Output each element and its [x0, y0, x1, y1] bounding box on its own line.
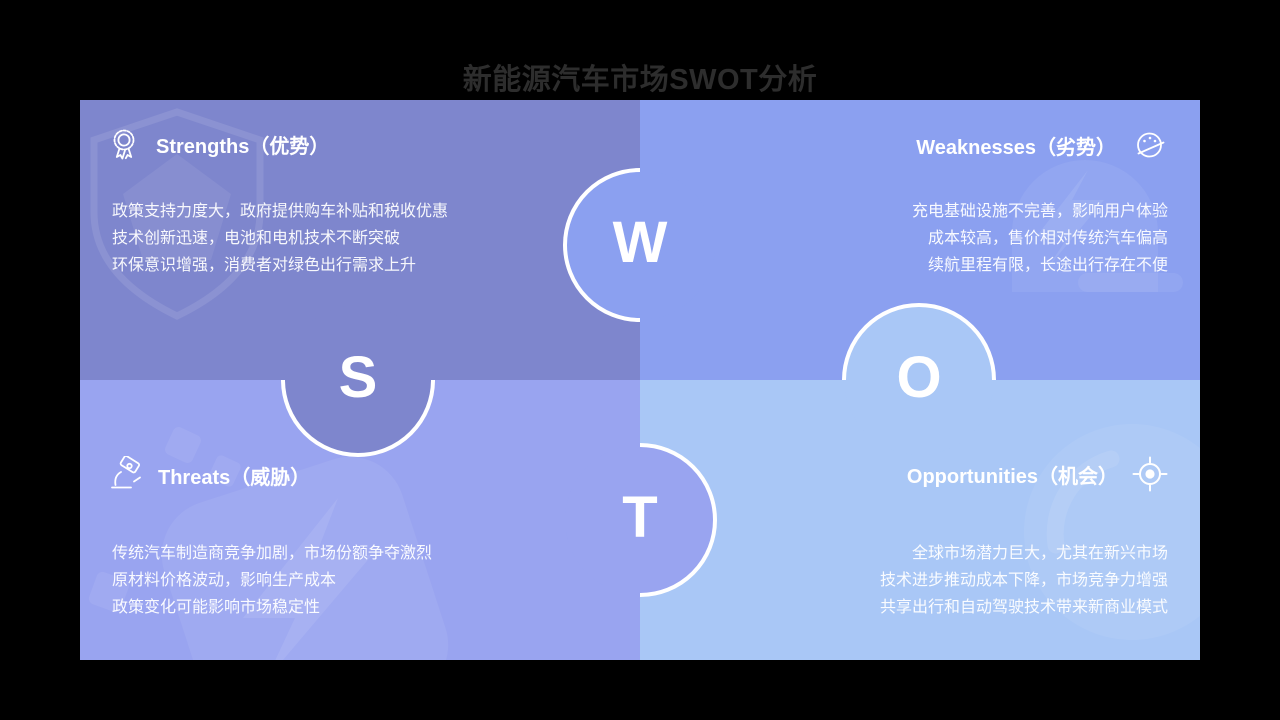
strengths-title: Strengths（优势） [156, 135, 330, 158]
strengths-points: 政策支持力度大，政府提供购车补贴和税收优惠 技术创新迅速，电池和电机技术不断突破… [112, 198, 448, 279]
swot-matrix: Strengths（优势） 政策支持力度大，政府提供购车补贴和税收优惠 技术创新… [80, 100, 1200, 660]
weaknesses-points: 充电基础设施不完善，影响用户体验 成本较高，售价相对传统汽车偏高 续航里程有限，… [912, 198, 1168, 279]
page-title: 新能源汽车市场SWOT分析 [462, 64, 818, 96]
threats-header: Threats（威胁） [106, 456, 310, 494]
strengths-point-2: 技术创新迅速，电池和电机技术不断突破 [112, 230, 401, 247]
opportunities-point-2: 技术进步推动成本下降，市场竞争力增强 [879, 572, 1168, 589]
strengths-header: Strengths（优势） [106, 126, 329, 162]
weaknesses-header: Weaknesses（劣势） [916, 126, 1168, 164]
threats-point-3: 政策变化可能影响市场稳定性 [112, 599, 321, 616]
opportunities-points: 全球市场潜力巨大，尤其在新兴市场 技术进步推动成本下降，市场竞争力增强 共享出行… [880, 540, 1168, 621]
opportunities-point-3: 共享出行和自动驾驶技术带来新商业模式 [879, 599, 1168, 616]
quadrant-strengths: Strengths（优势） 政策支持力度大，政府提供购车补贴和税收优惠 技术创新… [80, 100, 640, 380]
weaknesses-point-1: 充电基础设施不完善，影响用户体验 [911, 203, 1168, 220]
strengths-point-1: 政策支持力度大，政府提供购车补贴和税收优惠 [112, 203, 449, 220]
medal-icon [113, 129, 135, 160]
quadrant-weaknesses: Weaknesses（劣势） 充电基础设施不完善，影响用户体验 成本较高，售价相… [640, 100, 1200, 380]
opportunities-title: Opportunities（机会） [906, 465, 1118, 488]
weaknesses-title: Weaknesses（劣势） [916, 136, 1116, 159]
strengths-point-3: 环保意识增强，消费者对绿色出行需求上升 [112, 257, 417, 274]
opportunities-point-1: 全球市场潜力巨大，尤其在新兴市场 [911, 545, 1168, 562]
threats-point-1: 传统汽车制造商竞争加剧，市场份额争夺激烈 [112, 545, 433, 562]
target-icon [1132, 456, 1168, 492]
weaknesses-point-2: 成本较高，售价相对传统汽车偏高 [927, 230, 1168, 247]
opportunities-header: Opportunities（机会） [907, 456, 1168, 492]
threats-point-2: 原材料价格波动，影响生产成本 [112, 572, 337, 589]
quadrant-opportunities: Opportunities（机会） 全球市场潜力巨大，尤其在新兴市场 技术进步推… [640, 380, 1200, 660]
quadrant-threats: Threats（威胁） 传统汽车制造商竞争加剧，市场份额争夺激烈 原材料价格波动… [80, 380, 640, 660]
weaknesses-point-3: 续航里程有限，长途出行存在不便 [927, 257, 1168, 274]
stamp-icon [111, 456, 141, 489]
threats-points: 传统汽车制造商竞争加剧，市场份额争夺激烈 原材料价格波动，影响生产成本 政策变化… [112, 540, 432, 621]
palette-icon [1137, 132, 1165, 158]
threats-title: Threats（威胁） [158, 466, 311, 489]
